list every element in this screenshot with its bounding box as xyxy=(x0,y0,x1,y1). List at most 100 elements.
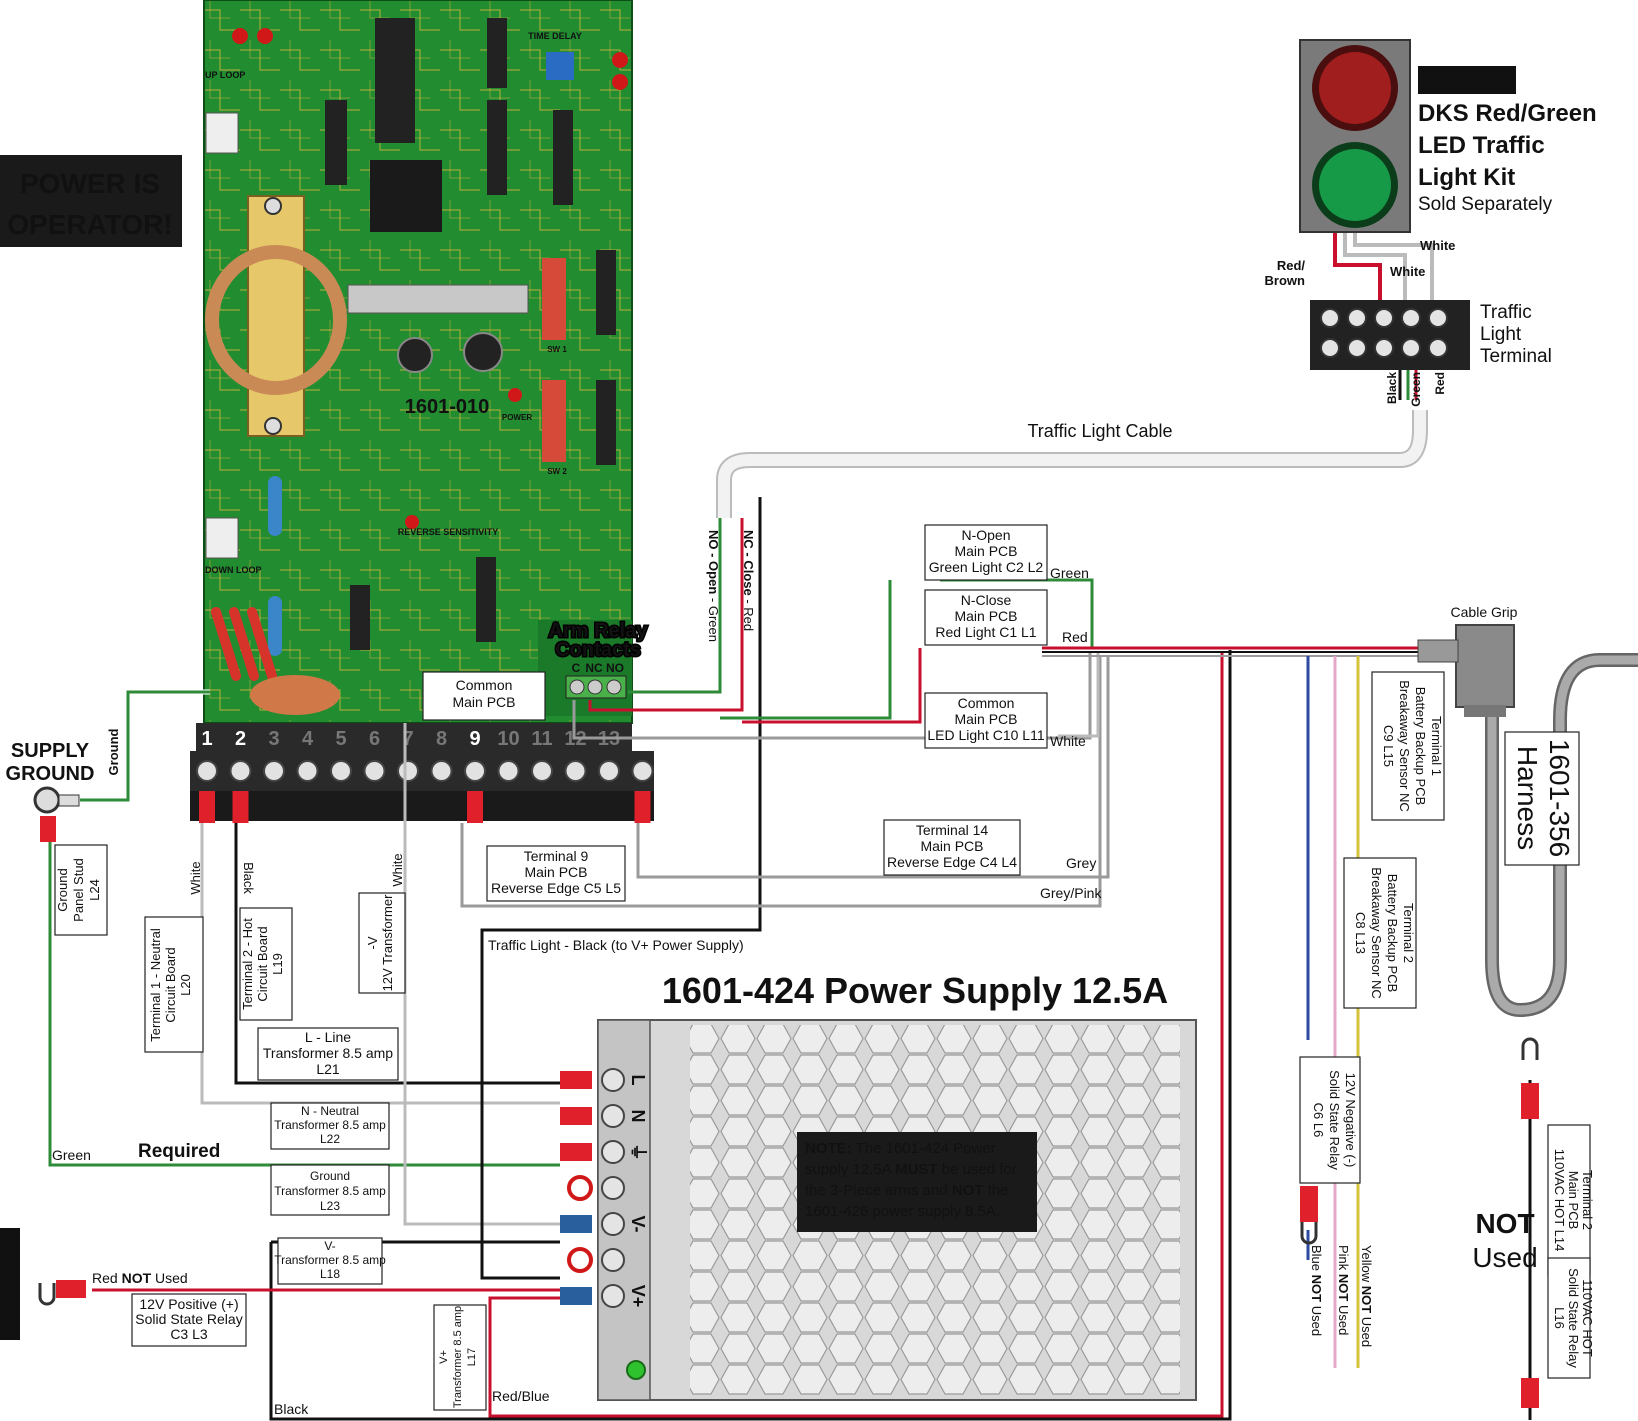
traffic-light-cable-label: Traffic Light Cable xyxy=(1027,421,1172,441)
white-label-1: White xyxy=(1420,238,1455,253)
v-minus-1: V- xyxy=(324,1239,335,1253)
tl-wire-black: Black xyxy=(1385,372,1399,404)
terminal-screw-6 xyxy=(363,760,386,782)
supply-ground-title-2: GROUND xyxy=(6,763,95,785)
bat-t2-4: C8 L13 xyxy=(1353,912,1368,954)
bat-neg-3: C6 L6 xyxy=(1311,1103,1326,1138)
time-delay-label: TIME DELAY xyxy=(528,31,582,41)
term9-3: Reverse Edge C5 L5 xyxy=(491,880,621,896)
relay-wire-labels: NO - Open - Green NC - Close - Red xyxy=(706,530,756,642)
reverse-sensitivity-label: REVERSE SENSITIVITY xyxy=(398,527,499,537)
terminal-screw-2 xyxy=(229,760,252,782)
terminal-connector-1 xyxy=(199,791,215,823)
tl-wire-green: Green xyxy=(1409,372,1423,407)
tl-terminal-2: Light xyxy=(1480,324,1522,345)
bat-t2-1: Terminal 2 xyxy=(1401,903,1416,963)
cable-grip-label: Cable Grip xyxy=(1451,604,1518,620)
ground-wire-label: Ground xyxy=(106,728,121,775)
terminal-number-4: 4 xyxy=(302,728,314,750)
ps-terminal-screw xyxy=(601,1212,625,1236)
term9-wire: Grey/Pink xyxy=(1040,885,1102,901)
terminal-screw-11 xyxy=(531,760,553,782)
traffic-title-1: DKS Red/Green xyxy=(1418,100,1597,127)
terminal-screw-3 xyxy=(263,760,285,782)
common-box-line-2: Main PCB xyxy=(452,694,515,710)
v-minus-2: Transformer 8.5 amp xyxy=(274,1253,386,1267)
n-close-1: N-Close xyxy=(961,592,1012,608)
terminal-number-3: 3 xyxy=(268,728,279,750)
no-open-label: NO - Open - Green xyxy=(706,530,721,642)
t2-hot-2: Main PCB xyxy=(1566,1171,1581,1230)
ps-terminal-label: N xyxy=(628,1110,648,1123)
white-7-label: White xyxy=(390,853,405,886)
ssr-hot-3: L16 xyxy=(1552,1307,1567,1329)
l-line-2: Transformer 8.5 amp xyxy=(263,1045,393,1061)
n-close-2: Main PCB xyxy=(954,608,1017,624)
power-supply: 1601-424 Power Supply 12.5A LN⏚V-V+ NOTE… xyxy=(560,970,1197,1401)
terminal-screw-4 xyxy=(296,760,319,782)
terminal-screw-7 xyxy=(397,760,419,782)
up-loop-label: UP LOOP xyxy=(205,70,245,80)
wires xyxy=(48,230,1638,1421)
ps-terminal-screw xyxy=(601,1176,625,1200)
ground-t-1: Ground xyxy=(310,1169,350,1183)
n-neutral-2: Transformer 8.5 amp xyxy=(274,1118,386,1132)
power-led-indicator xyxy=(626,1360,646,1380)
relay-no-label: NO xyxy=(606,661,624,675)
ground-stud-2: Panel Stud xyxy=(71,858,86,922)
n-open-wire: Green xyxy=(1050,565,1089,581)
ssr-hot-2: Solid State Relay xyxy=(1566,1268,1581,1368)
ic-chip xyxy=(375,18,415,143)
harness-line-1: 1601-356 xyxy=(1544,739,1575,857)
v-minus-3: L18 xyxy=(320,1267,340,1281)
terminal-screw-10 xyxy=(497,760,520,782)
pos12-3: C3 L3 xyxy=(170,1326,208,1342)
ps-terminal-screw xyxy=(601,1104,625,1128)
bat-t2-3: Breakaway Sensor NC xyxy=(1369,867,1384,999)
relay-c-label: C xyxy=(572,661,581,675)
terminal-number-6: 6 xyxy=(369,728,380,750)
side-note-2: T xyxy=(2,1254,9,1266)
ps-note-line-4: 1601-426 power supply 8.5A. xyxy=(805,1203,1000,1220)
bat-t1-2: Battery Backup PCB xyxy=(1413,687,1428,806)
term14-3: Reverse Edge C4 L4 xyxy=(887,854,1017,870)
t2-hot-l-1: Terminal 2 - Hot xyxy=(240,918,255,1010)
ground-lug-icon xyxy=(33,786,61,814)
common-led-1: Common xyxy=(958,695,1015,711)
red-blue-label: Red/Blue xyxy=(492,1388,550,1404)
term14-1: Terminal 14 xyxy=(916,822,989,838)
warning-line-2: OPERATOR! xyxy=(7,209,172,240)
ps-note-line-2: supply 12.5A MUST be used for xyxy=(805,1161,1017,1178)
supply-ground-title-1: SUPPLY xyxy=(11,740,90,762)
bat-t1-4: C9 L15 xyxy=(1381,725,1396,767)
pcb-part-number: 1601-010 xyxy=(405,396,490,418)
terminal-connector-9 xyxy=(467,791,483,823)
terminal-connector-2 xyxy=(232,791,249,823)
t1-neutral-2: Circuit Board xyxy=(163,947,178,1022)
used-label: Used xyxy=(1472,1242,1537,1273)
n-neutral-1: N - Neutral xyxy=(301,1104,359,1118)
n-close-3: Red Light C1 L1 xyxy=(935,624,1036,640)
no-connect-icon xyxy=(567,1175,593,1201)
ground-stud-1: Ground xyxy=(55,868,70,911)
microcontroller xyxy=(370,160,442,232)
side-note-3: al xyxy=(2,1269,11,1281)
terminal-number-10: 10 xyxy=(497,728,519,750)
pos12-1: 12V Positive (+) xyxy=(139,1296,238,1312)
neg-v-1: -V xyxy=(365,936,380,949)
side-note-1: re xyxy=(2,1239,12,1251)
term14-2: Main PCB xyxy=(920,838,983,854)
traffic-light: Optional DKS Red/Green LED Traffic Light… xyxy=(1027,39,1597,441)
ps-terminal-label: L xyxy=(628,1075,648,1086)
v-plus-1: V+ xyxy=(438,1350,450,1364)
bat-neg-1: 12V Negative (-) xyxy=(1343,1073,1358,1168)
white-label-2: White xyxy=(1390,264,1425,279)
ps-note-line-1: NOTE: The 1601-424 Power xyxy=(805,1140,996,1157)
relay-nc-label: NC xyxy=(585,661,603,675)
ps-terminal-label: V+ xyxy=(628,1285,648,1308)
ps-wire-connector xyxy=(560,1107,592,1125)
ps-terminal-label: V- xyxy=(628,1215,648,1232)
terminal-number-8: 8 xyxy=(436,728,447,750)
relay-title-2: Contacts xyxy=(555,639,641,661)
pink-not-used: Pink NOT Used xyxy=(1336,1245,1351,1335)
